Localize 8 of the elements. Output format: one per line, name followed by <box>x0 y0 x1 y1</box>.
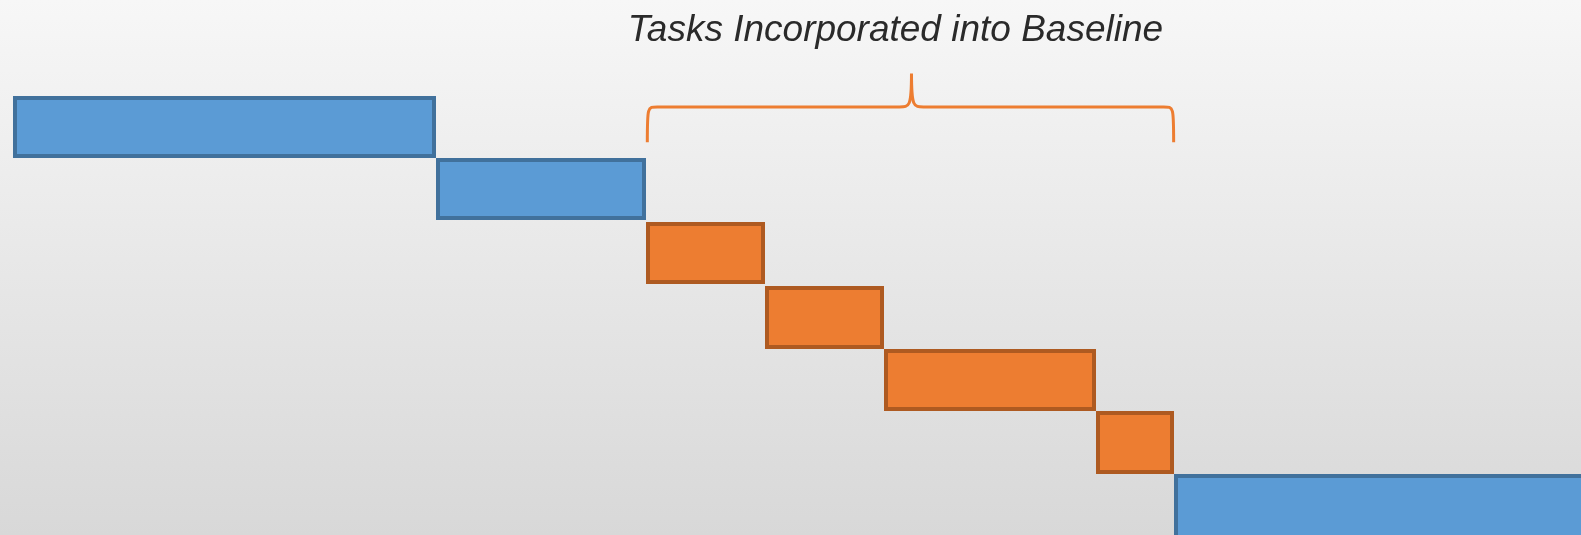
task-bar <box>646 221 766 285</box>
task-bar <box>1173 473 1581 535</box>
task-bar <box>13 95 436 159</box>
task-bar <box>435 158 647 220</box>
task-bar <box>765 286 885 349</box>
task-bar <box>884 348 1096 412</box>
brace-label: Tasks Incorporated into Baseline <box>627 8 1164 51</box>
task-bar <box>1096 411 1174 474</box>
